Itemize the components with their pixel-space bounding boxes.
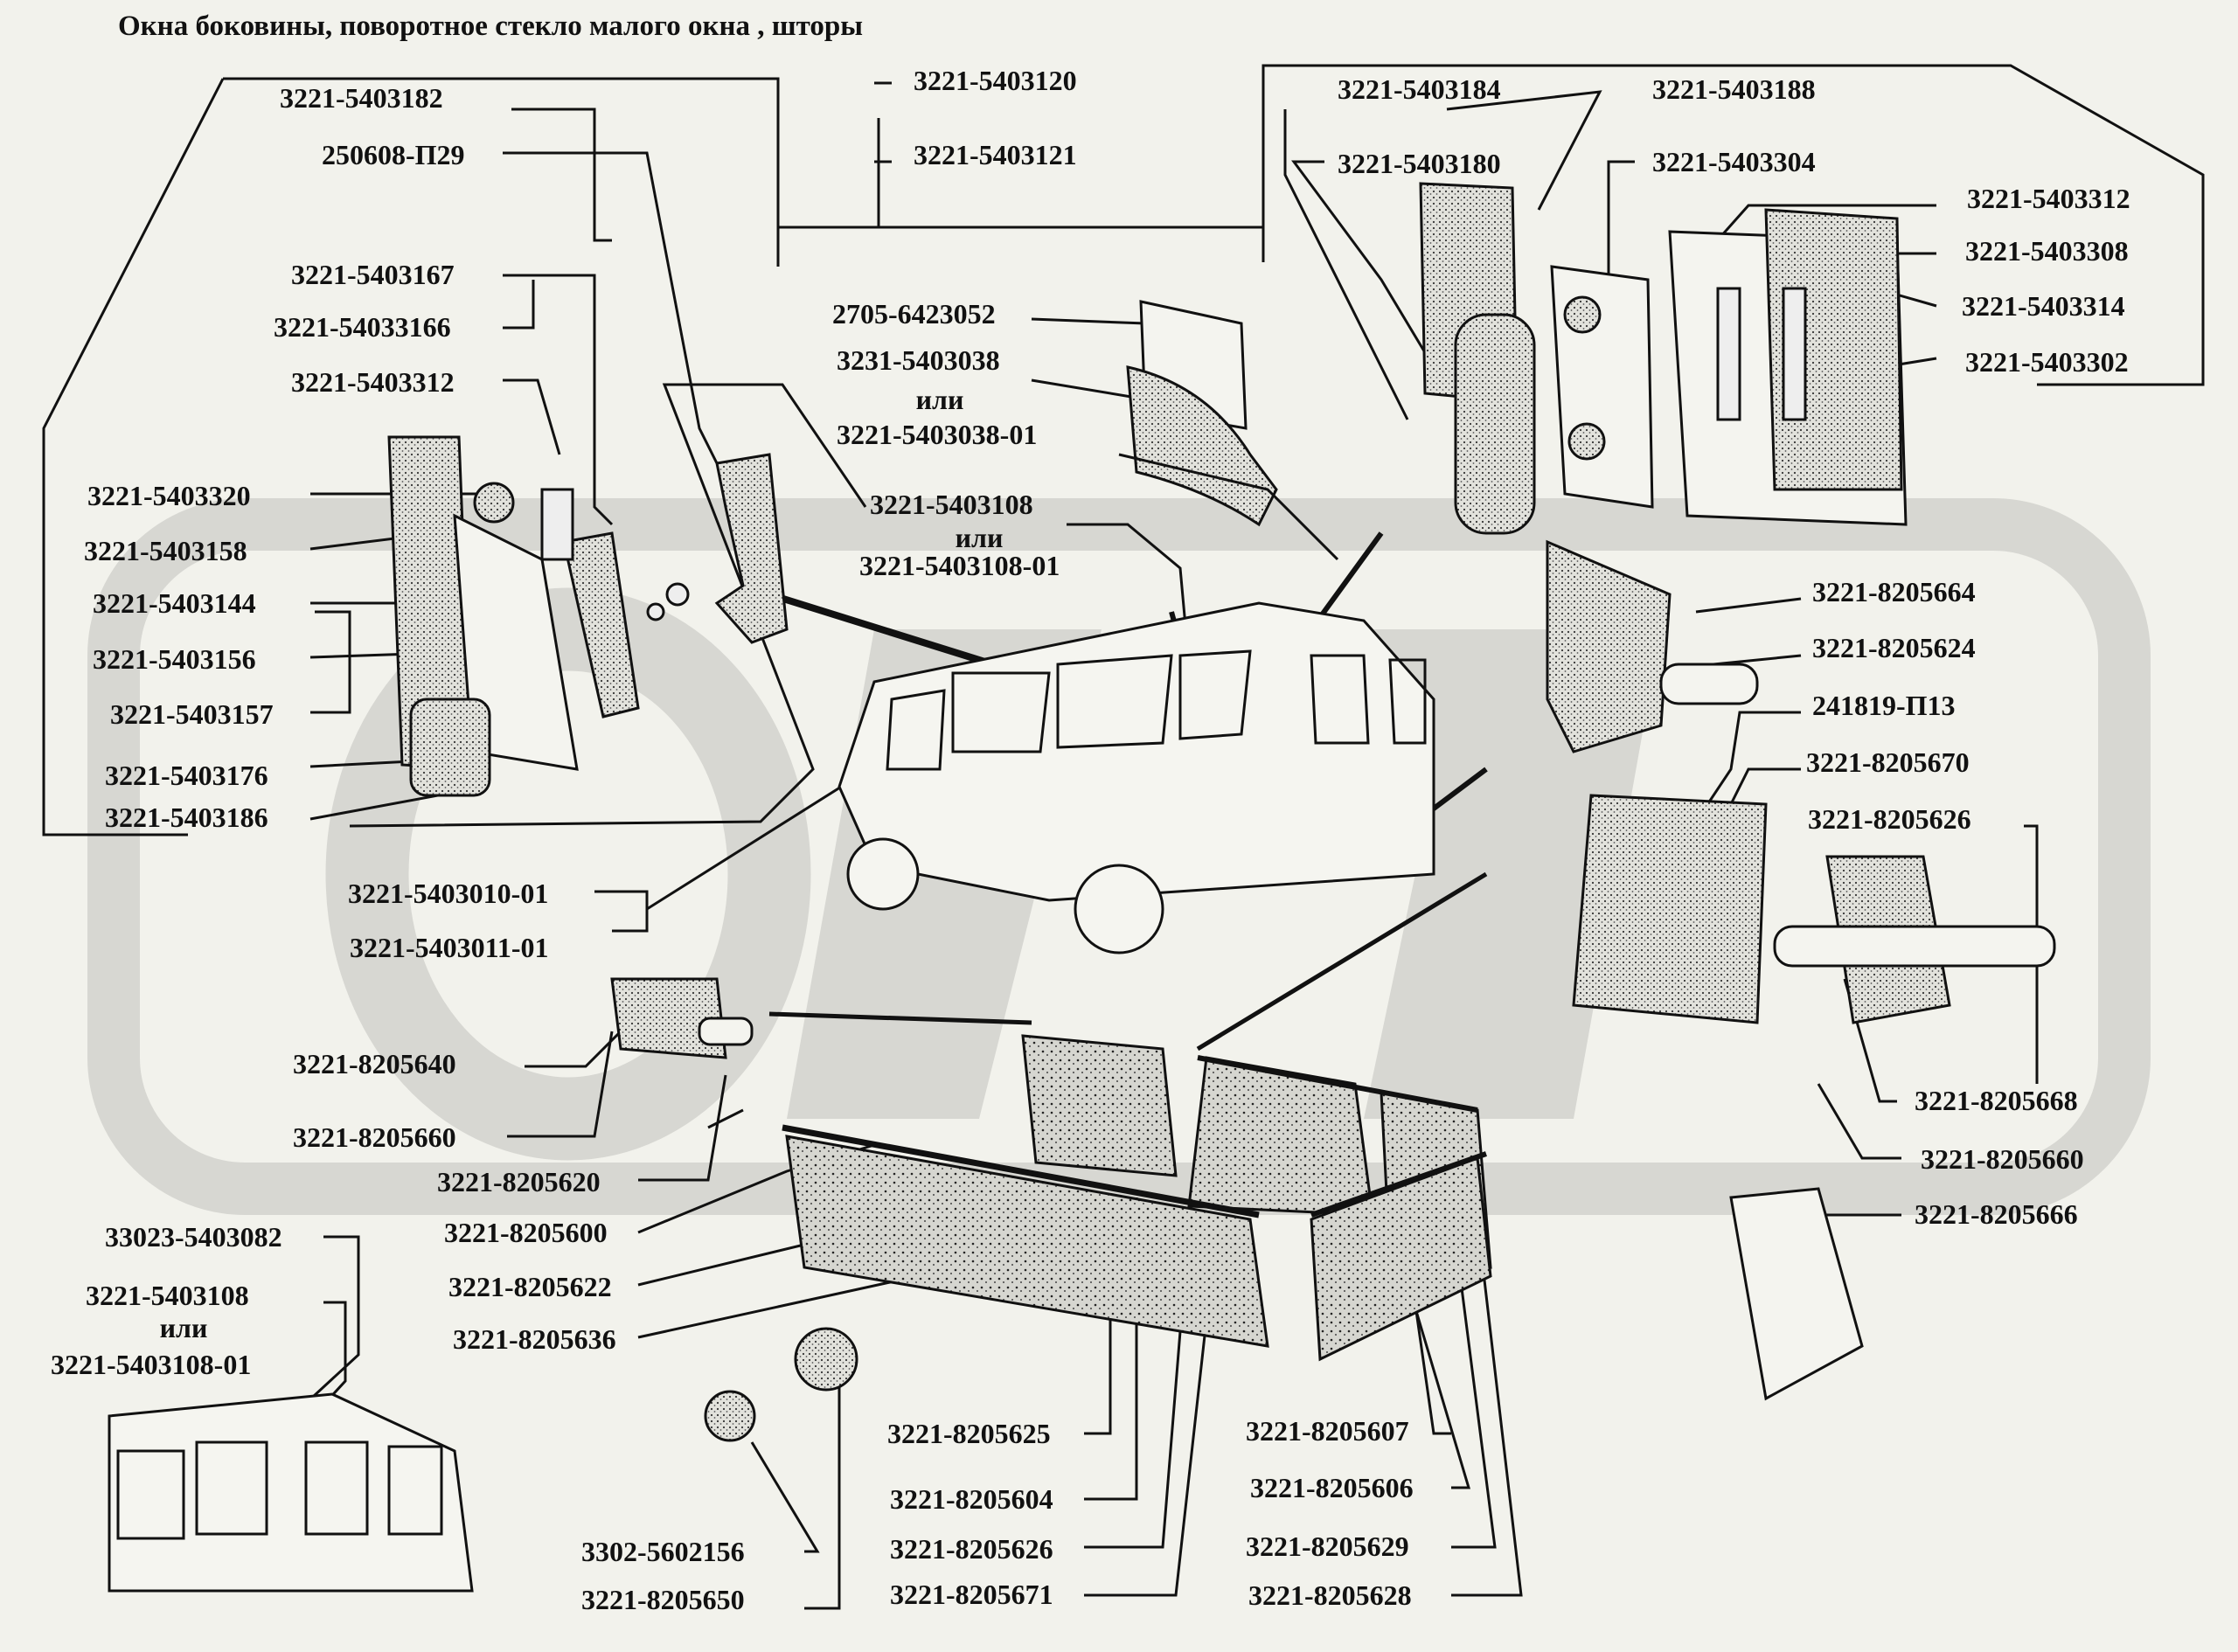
part-label: 3221-5403108-01 <box>859 550 1060 581</box>
part-label: 3221-8205668 <box>1915 1085 2078 1116</box>
van-inset <box>108 1392 474 1593</box>
part-label: 3221-8205671 <box>890 1579 1053 1610</box>
part-label: 3221-5403167 <box>291 259 455 290</box>
part-label: 3221-8205620 <box>437 1166 601 1197</box>
part-label: 3221-8205660 <box>293 1121 456 1153</box>
part-label: 3221-5403176 <box>105 760 268 791</box>
part-label: 3221-5403156 <box>93 643 256 675</box>
part-label: или <box>955 522 1004 553</box>
part-label: 3221-8205660 <box>1921 1143 2084 1175</box>
bracket-left-group <box>223 64 2205 386</box>
part-label: 3221-8205670 <box>1806 746 1970 778</box>
part-label: 3221-5403182 <box>280 82 443 114</box>
part-label: 3221-8205622 <box>448 1271 612 1302</box>
part-label: 3221-5403157 <box>110 698 274 730</box>
part-label: 3221-8205606 <box>1250 1472 1414 1503</box>
part-label: 3221-8205636 <box>453 1323 616 1355</box>
part-label: или <box>915 384 964 415</box>
part-label: 3221-5403314 <box>1962 290 2125 322</box>
part-label: 3221-8205625 <box>887 1418 1051 1449</box>
part-label: 3221-8205664 <box>1812 576 1976 607</box>
part-label: 3221-5403108-01 <box>51 1349 252 1380</box>
curtain-clips <box>610 539 2056 1442</box>
part-label: 3302-5602156 <box>581 1536 745 1567</box>
part-label: 3221-5403120 <box>914 65 1077 96</box>
part-label: 3221-5403188 <box>1652 73 1816 105</box>
part-label: 3221-8205629 <box>1246 1531 1409 1562</box>
part-label: 3221-5403121 <box>914 139 1077 170</box>
part-label: 3221-8205600 <box>444 1217 608 1248</box>
part-label: 3221-5403320 <box>87 480 251 511</box>
part-label: 3221-8205626 <box>1808 803 1971 835</box>
part-label: или <box>159 1312 208 1343</box>
part-label: 3221-5403308 <box>1965 235 2129 267</box>
part-label: 3221-5403011-01 <box>350 932 549 963</box>
part-label: 3221-8205650 <box>581 1584 745 1615</box>
part-label: 3221-54033166 <box>274 311 451 343</box>
part-label: 3221-5403108 <box>86 1280 249 1311</box>
part-label: 3221-8205640 <box>293 1048 456 1079</box>
part-label: 3221-8205604 <box>890 1483 1053 1515</box>
part-label: 3221-5403186 <box>105 802 268 833</box>
part-label: 3221-5403302 <box>1965 346 2129 378</box>
part-label: 3221-5403010-01 <box>348 878 549 909</box>
part-label: 3221-8205628 <box>1248 1579 1412 1611</box>
part-label: 3221-5403184 <box>1338 73 1501 105</box>
part-label: 3221-5403144 <box>93 587 256 619</box>
part-label: 3221-8205626 <box>890 1533 1053 1565</box>
hinge-assembly-left <box>387 435 789 797</box>
hinge-hardware-right <box>1419 182 1908 535</box>
part-label: 250608-П29 <box>322 139 465 170</box>
part-label: 3221-5403038-01 <box>837 419 1038 450</box>
part-label: 3221-5403304 <box>1652 146 1816 177</box>
part-label: 3221-8205607 <box>1246 1415 1409 1447</box>
part-label: 3221-5403158 <box>84 535 247 566</box>
part-label: 3221-8205666 <box>1915 1198 2078 1230</box>
van-illustration <box>838 601 1435 954</box>
part-label: 3221-5403312 <box>291 366 455 398</box>
part-label: 3231-5403038 <box>837 344 1000 376</box>
part-label: 2705-6423052 <box>832 298 996 330</box>
part-label: 3221-8205624 <box>1812 632 1976 663</box>
part-label: 33023-5403082 <box>105 1221 282 1253</box>
part-label: 3221-5403180 <box>1338 148 1501 179</box>
part-label: 3221-5403312 <box>1967 183 2130 214</box>
part-label: 241819-П13 <box>1812 690 1956 721</box>
part-label: 3221-5403108 <box>870 489 1033 520</box>
window-glass-seal <box>1118 300 1339 561</box>
diagram-title: Окна боковины, поворотное стекло малого … <box>118 10 863 42</box>
curtain-assembly <box>782 1034 1492 1362</box>
